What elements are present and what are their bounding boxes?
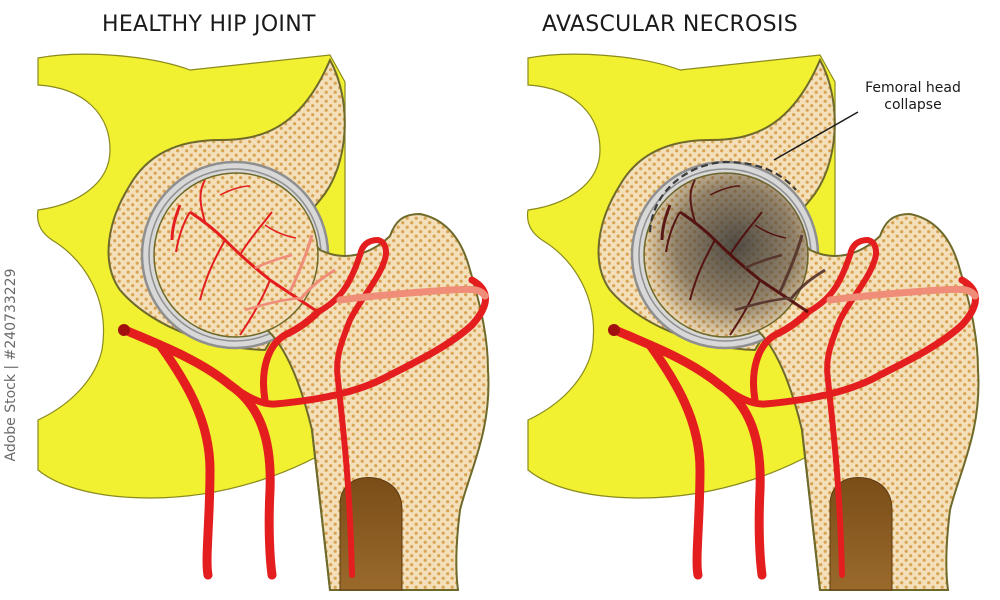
callout-line (773, 111, 859, 161)
healthy-hip-panel (36, 52, 489, 592)
necrosis-hip-panel (526, 52, 979, 592)
femoral-head-collapse-label: Femoral head collapse (858, 80, 968, 114)
callout-line-1: Femoral head (865, 80, 961, 96)
collapse-outline (648, 160, 797, 233)
stock-id-watermark: Adobe Stock | #240733229 (3, 268, 19, 462)
necrotic-area (644, 173, 808, 337)
callout-line-2: collapse (884, 97, 942, 113)
necrosis-title: AVASCULAR NECROSIS (542, 12, 798, 37)
healthy-hip-title: HEALTHY HIP JOINT (102, 12, 316, 37)
